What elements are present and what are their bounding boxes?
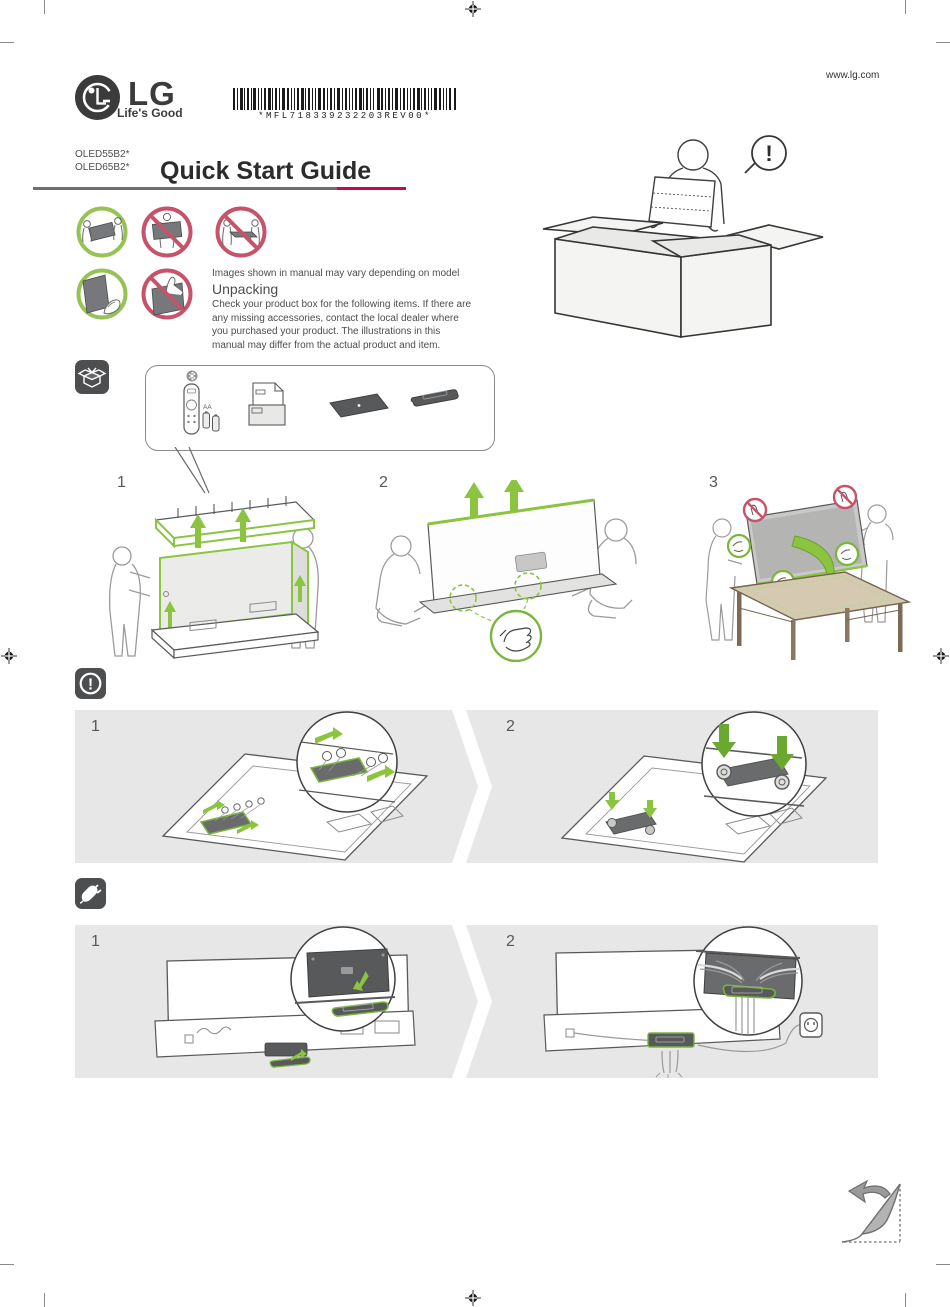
unpack-step-2-number: 2	[379, 474, 388, 491]
accessories-items: AA	[183, 370, 459, 435]
step2-lift-panel-illustration	[375, 480, 637, 662]
cable-step-1-illustration	[154, 926, 416, 1068]
barcode	[233, 88, 456, 110]
cable-step-1-number: 1	[91, 933, 100, 950]
step3-place-on-table-illustration	[705, 484, 912, 660]
crop-mark	[0, 42, 14, 43]
remote-control	[183, 370, 200, 435]
title-rule-accent	[337, 187, 406, 190]
page-title: Quick Start Guide	[160, 157, 372, 185]
crop-mark	[905, 1293, 906, 1307]
svg-text:!: !	[88, 677, 93, 694]
model-number-1: OLED55B2*	[75, 149, 130, 160]
model-number-2: OLED65B2*	[75, 162, 130, 173]
zoom-circle	[296, 711, 398, 813]
zoom-circle	[701, 711, 807, 817]
tv-panel	[427, 498, 601, 603]
wall-outlet	[799, 1012, 823, 1038]
ok-two-person-carry-icon	[76, 206, 128, 258]
foam-base	[150, 600, 320, 660]
website-link[interactable]: www.lg.com	[826, 70, 880, 81]
stand-bracket-screws	[605, 792, 657, 835]
registration-mark-icon	[465, 1290, 481, 1306]
cover-and-bracket	[264, 1042, 311, 1068]
stand-step-1-number: 1	[91, 718, 100, 735]
unpack-step-3-number: 3	[709, 474, 718, 491]
alert-bubble: !	[744, 135, 787, 174]
svg-text:!: !	[765, 141, 772, 166]
cable-bracket	[647, 1032, 695, 1048]
zoom-circle	[290, 926, 396, 1032]
cable-step-2-illustration	[543, 926, 823, 1078]
stand-bracket	[199, 797, 265, 835]
caution-icon: !	[75, 668, 106, 699]
crop-mark	[44, 0, 45, 14]
zoom-circle	[693, 926, 803, 1036]
page-turn-icon	[841, 1179, 901, 1243]
registration-mark-icon	[933, 648, 949, 664]
stand-step-1-illustration	[161, 711, 429, 861]
crop-mark	[0, 1264, 14, 1265]
barcode-text: *MFL718339232203REV00*	[258, 111, 432, 121]
up-arrows	[464, 480, 524, 520]
title-rule	[33, 187, 337, 190]
no-one-person-carry-icon	[141, 206, 193, 258]
variation-note: Images shown in manual may vary dependin…	[212, 268, 460, 279]
crop-mark	[905, 0, 906, 14]
crop-mark	[44, 1293, 45, 1307]
lg-tagline: Life's Good	[117, 106, 183, 120]
manual-documents	[248, 382, 286, 426]
cable-step-2-number: 2	[506, 933, 515, 950]
hand-grip-magnifier	[489, 609, 543, 662]
ok-hold-edge-icon	[76, 268, 128, 320]
unpacking-body: Check your product box for the following…	[212, 299, 472, 351]
crop-mark	[936, 42, 950, 43]
foam-top	[154, 496, 316, 549]
unboxing-illustration: !	[542, 135, 824, 338]
step1-lift-carton-illustration	[108, 496, 320, 660]
up-arrows	[164, 508, 306, 628]
power-cable-icon	[75, 878, 106, 909]
registration-mark-icon	[1, 648, 17, 664]
crop-mark	[936, 1264, 950, 1265]
cable-holder	[410, 389, 459, 407]
stand-step-2-number: 2	[506, 718, 515, 735]
carton-box	[159, 540, 309, 632]
svg-text:AA: AA	[203, 404, 212, 411]
box-contents-icon	[75, 360, 109, 394]
no-flat-carry-icon	[215, 206, 267, 258]
callout-pointer	[174, 447, 210, 494]
stand-step-2-illustration	[560, 711, 828, 863]
registration-mark-icon	[465, 1, 481, 17]
no-press-screen-icon	[141, 268, 193, 320]
padded-table	[728, 571, 912, 660]
no-grip-corner-badges	[742, 484, 858, 523]
lg-logo-text: LG	[128, 75, 176, 112]
lg-logo-icon	[75, 75, 120, 120]
accessories-box	[145, 365, 495, 451]
unpacking-heading: Unpacking	[212, 281, 279, 297]
unpack-step-1-number: 1	[117, 474, 126, 491]
batteries: AA	[202, 404, 220, 432]
